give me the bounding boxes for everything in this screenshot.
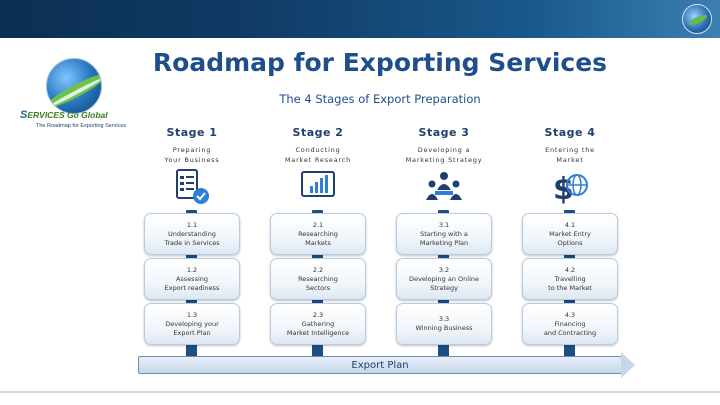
stage-4-header: Stage 4 Entering the Market	[510, 126, 630, 165]
step-text: Researching Sectors	[298, 274, 338, 292]
step-2-3: 2.3 Gathering Market Intelligence	[270, 303, 366, 345]
export-plan-bar: Export Plan	[138, 356, 622, 374]
step-3-3: 3.3 Winning Business	[396, 303, 492, 345]
step-text: Developing your Export Plan	[165, 319, 219, 337]
step-1-3: 1.3 Developing your Export Plan	[144, 303, 240, 345]
brand-globe-logo	[46, 58, 102, 114]
dollar-globe-icon: $	[553, 172, 588, 206]
step-4-2: 4.2 Travelling to the Market	[522, 258, 618, 300]
step-number: 1.2	[186, 265, 198, 274]
stage-1-description: Preparing Your Business	[164, 146, 220, 164]
stage-2-description: Conducting Market Research	[284, 146, 352, 164]
stage-3-header: Stage 3 Developing a Marketing Strategy	[384, 126, 504, 165]
step-number: 3.2	[438, 265, 450, 274]
step-2-2: 2.2 Researching Sectors	[270, 258, 366, 300]
stage-1-header: Stage 1 Preparing Your Business	[132, 126, 252, 165]
step-text: Travelling to the Market	[548, 274, 592, 292]
stage-3-description: Developing a Marketing Strategy	[405, 146, 483, 164]
meeting-people-icon	[426, 172, 462, 200]
stage-4-label: Stage 4	[544, 126, 596, 139]
step-number: 1.3	[186, 310, 198, 319]
step-3-1: 3.1 Starting with a Marketing Plan	[396, 213, 492, 255]
brand-tagline: The Roadmap for Exporting Services	[36, 123, 127, 129]
export-plan-label: Export Plan	[351, 359, 409, 371]
step-text: Understanding Trade in Services	[164, 229, 220, 247]
step-2-1: 2.1 Researching Markets	[270, 213, 366, 255]
step-text: Financing and Contracting	[543, 319, 597, 337]
step-number: 3.1	[438, 220, 450, 229]
globe-logo-icon	[682, 4, 712, 34]
stage-2-label: Stage 2	[292, 126, 344, 139]
step-number: 2.1	[312, 220, 324, 229]
step-text: Gathering Market Intelligence	[286, 319, 350, 337]
stage-3-label: Stage 3	[418, 126, 470, 139]
brand-name: SERVICES Go Global	[20, 109, 108, 121]
step-number: 4.2	[564, 265, 576, 274]
step-number: 4.3	[564, 310, 576, 319]
step-number: 1.1	[186, 220, 198, 229]
stage-1-label: Stage 1	[166, 126, 218, 139]
bar-chart-monitor-icon	[301, 171, 335, 197]
step-text: Developing an Online Strategy	[408, 274, 479, 292]
step-text: Market Entry Options	[549, 229, 591, 247]
step-text: Assessing Export readiness	[164, 274, 220, 292]
step-number: 2.3	[312, 310, 324, 319]
brand-name-text: ERVICES Go Global	[27, 110, 108, 120]
top-banner	[0, 0, 720, 38]
export-plan-arrow-tip	[621, 352, 635, 378]
page-subtitle: The 4 Stages of Export Preparation	[279, 92, 481, 106]
step-text: Starting with a Marketing Plan	[419, 229, 469, 247]
page-title: Roadmap for Exporting Services	[152, 48, 608, 77]
bottom-divider	[0, 391, 720, 393]
step-number: 2.2	[312, 265, 324, 274]
step-4-3: 4.3 Financing and Contracting	[522, 303, 618, 345]
stage-2-header: Stage 2 Conducting Market Research	[258, 126, 378, 165]
checklist-icon	[176, 169, 209, 204]
step-text: Winning Business	[415, 324, 473, 332]
brand-name-initial: S	[20, 109, 28, 121]
step-3-2: 3.2 Developing an Online Strategy	[396, 258, 492, 300]
step-4-1: 4.1 Market Entry Options	[522, 213, 618, 255]
stage-4-description: Entering the Market	[545, 146, 595, 164]
step-number: 4.1	[564, 220, 576, 229]
step-text: Researching Markets	[298, 229, 338, 247]
step-1-1: 1.1 Understanding Trade in Services	[144, 213, 240, 255]
step-1-2: 1.2 Assessing Export readiness	[144, 258, 240, 300]
step-number: 3.3	[438, 315, 450, 323]
